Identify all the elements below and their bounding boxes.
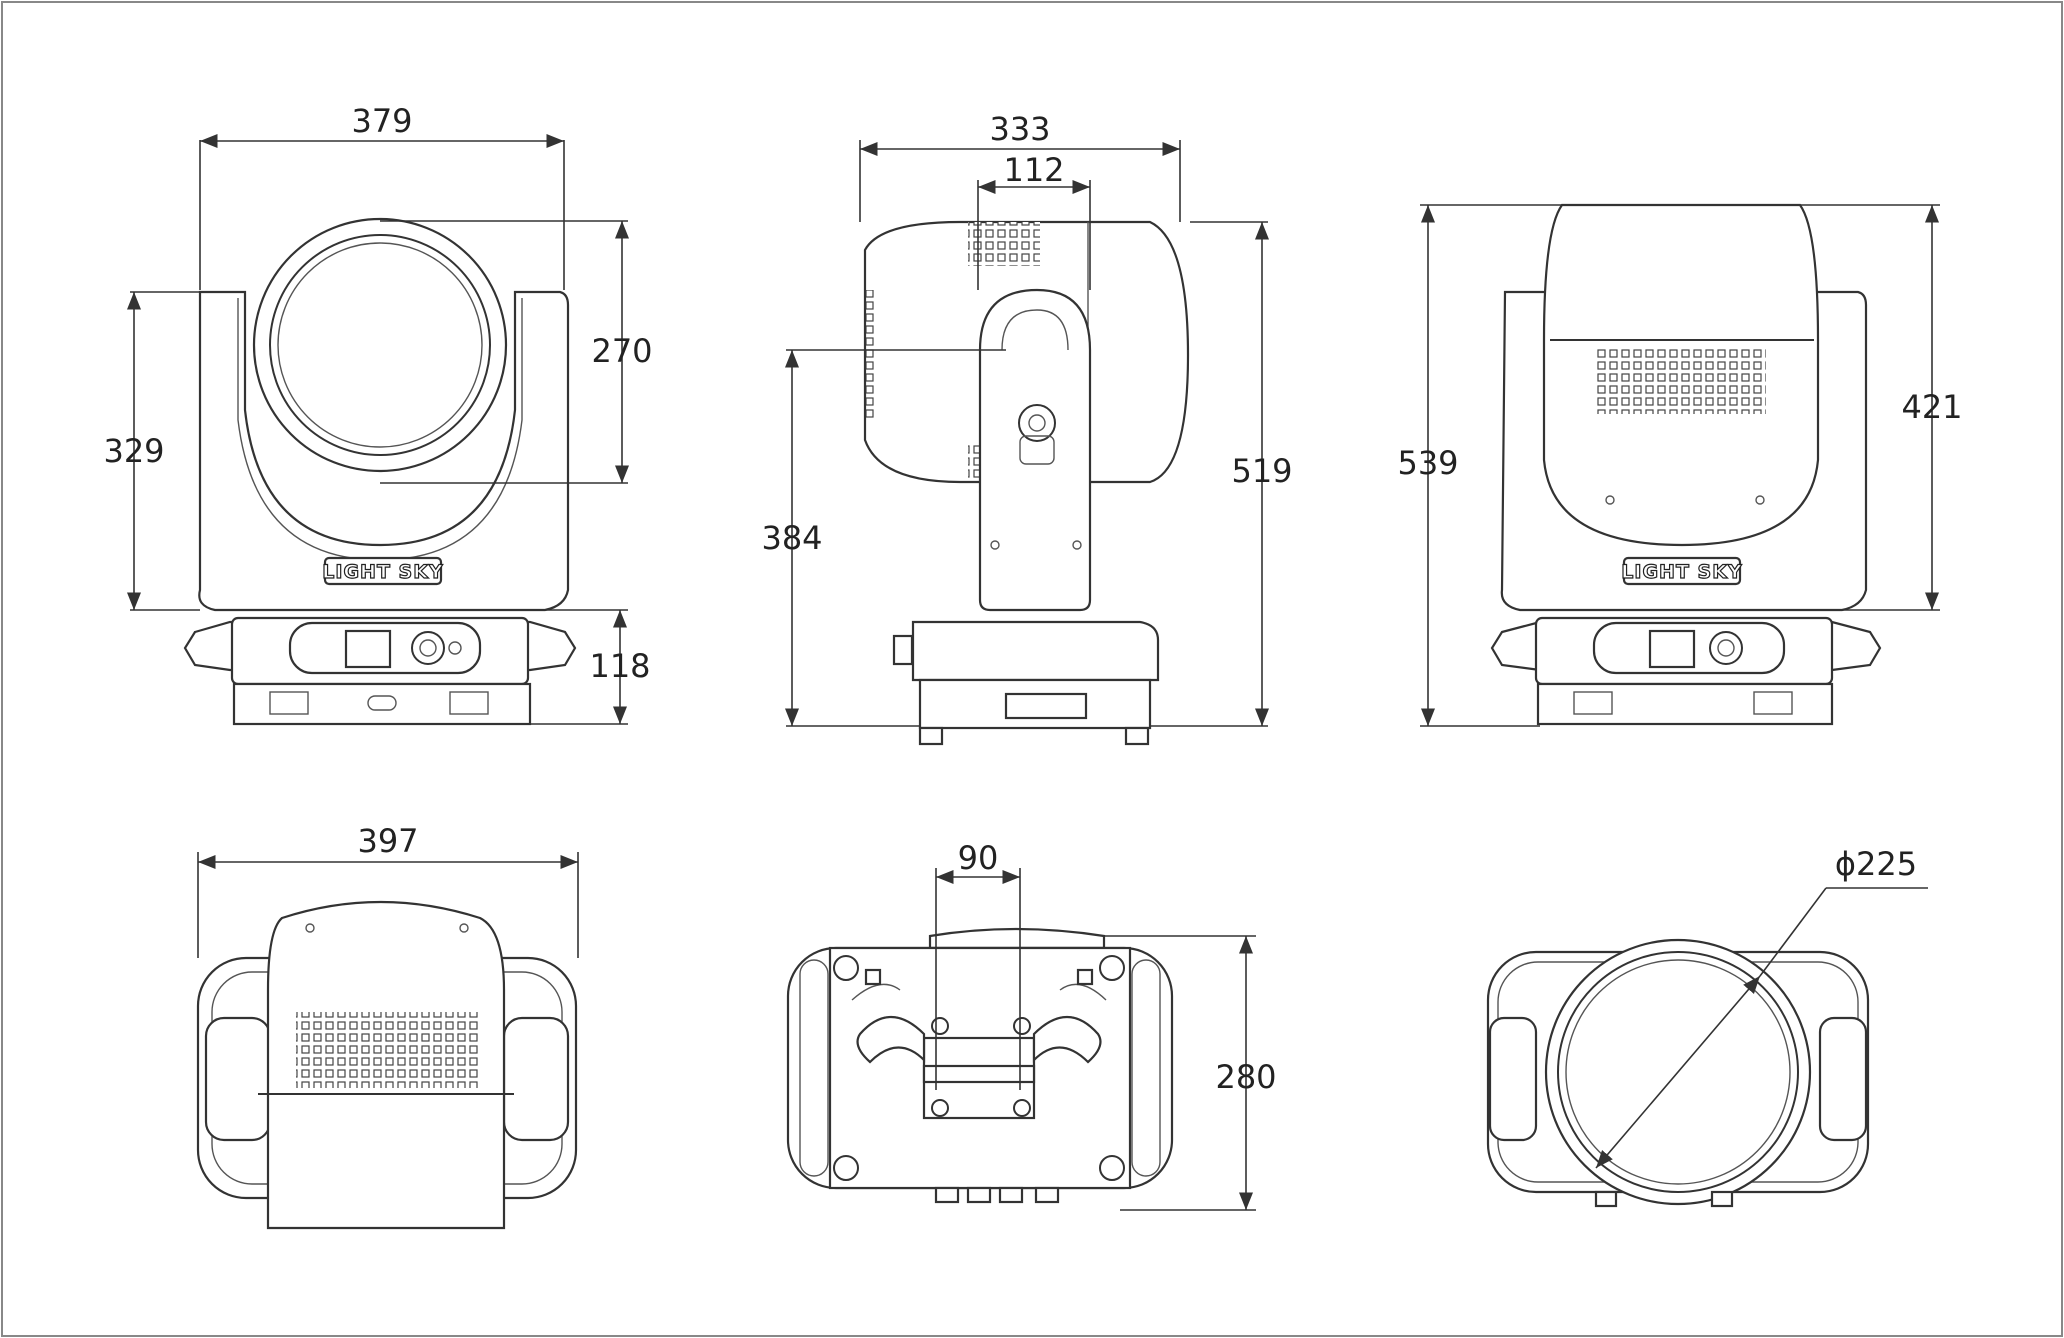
dim-front-width: 379 [351,102,412,140]
dim-top-width: 397 [357,822,418,860]
dim-side-total-height: 519 [1231,452,1292,490]
rear-view: LIGHT SKY 539 421 [1397,203,1963,727]
dim-rear-total-height: 539 [1397,444,1458,482]
dim-lens-diameter: ϕ225 [1835,845,1917,883]
dim-bottom-clamp-spacing: 90 [958,839,999,877]
bottom-view: 90 280 [786,839,1277,1211]
front-logo: LIGHT SKY [322,561,443,583]
dim-side-pivot-height: 384 [761,519,822,557]
dim-side-arm-width: 112 [1003,151,1064,189]
rear-logo: LIGHT SKY [1621,561,1742,583]
side-view: 333 112 384 519 [761,110,1293,746]
dim-rear-head-height: 421 [1901,388,1962,426]
dim-front-base-height: 118 [589,647,650,685]
front-view: LIGHT SKY 379 329 270 118 [103,102,653,726]
dim-front-head-height: 270 [591,332,652,370]
dim-front-arm-height: 329 [103,432,164,470]
dim-bottom-depth: 280 [1215,1058,1276,1096]
lens-view: ϕ225 [1486,845,1928,1208]
top-view: 397 [196,822,579,1230]
dim-side-depth: 333 [989,110,1050,148]
